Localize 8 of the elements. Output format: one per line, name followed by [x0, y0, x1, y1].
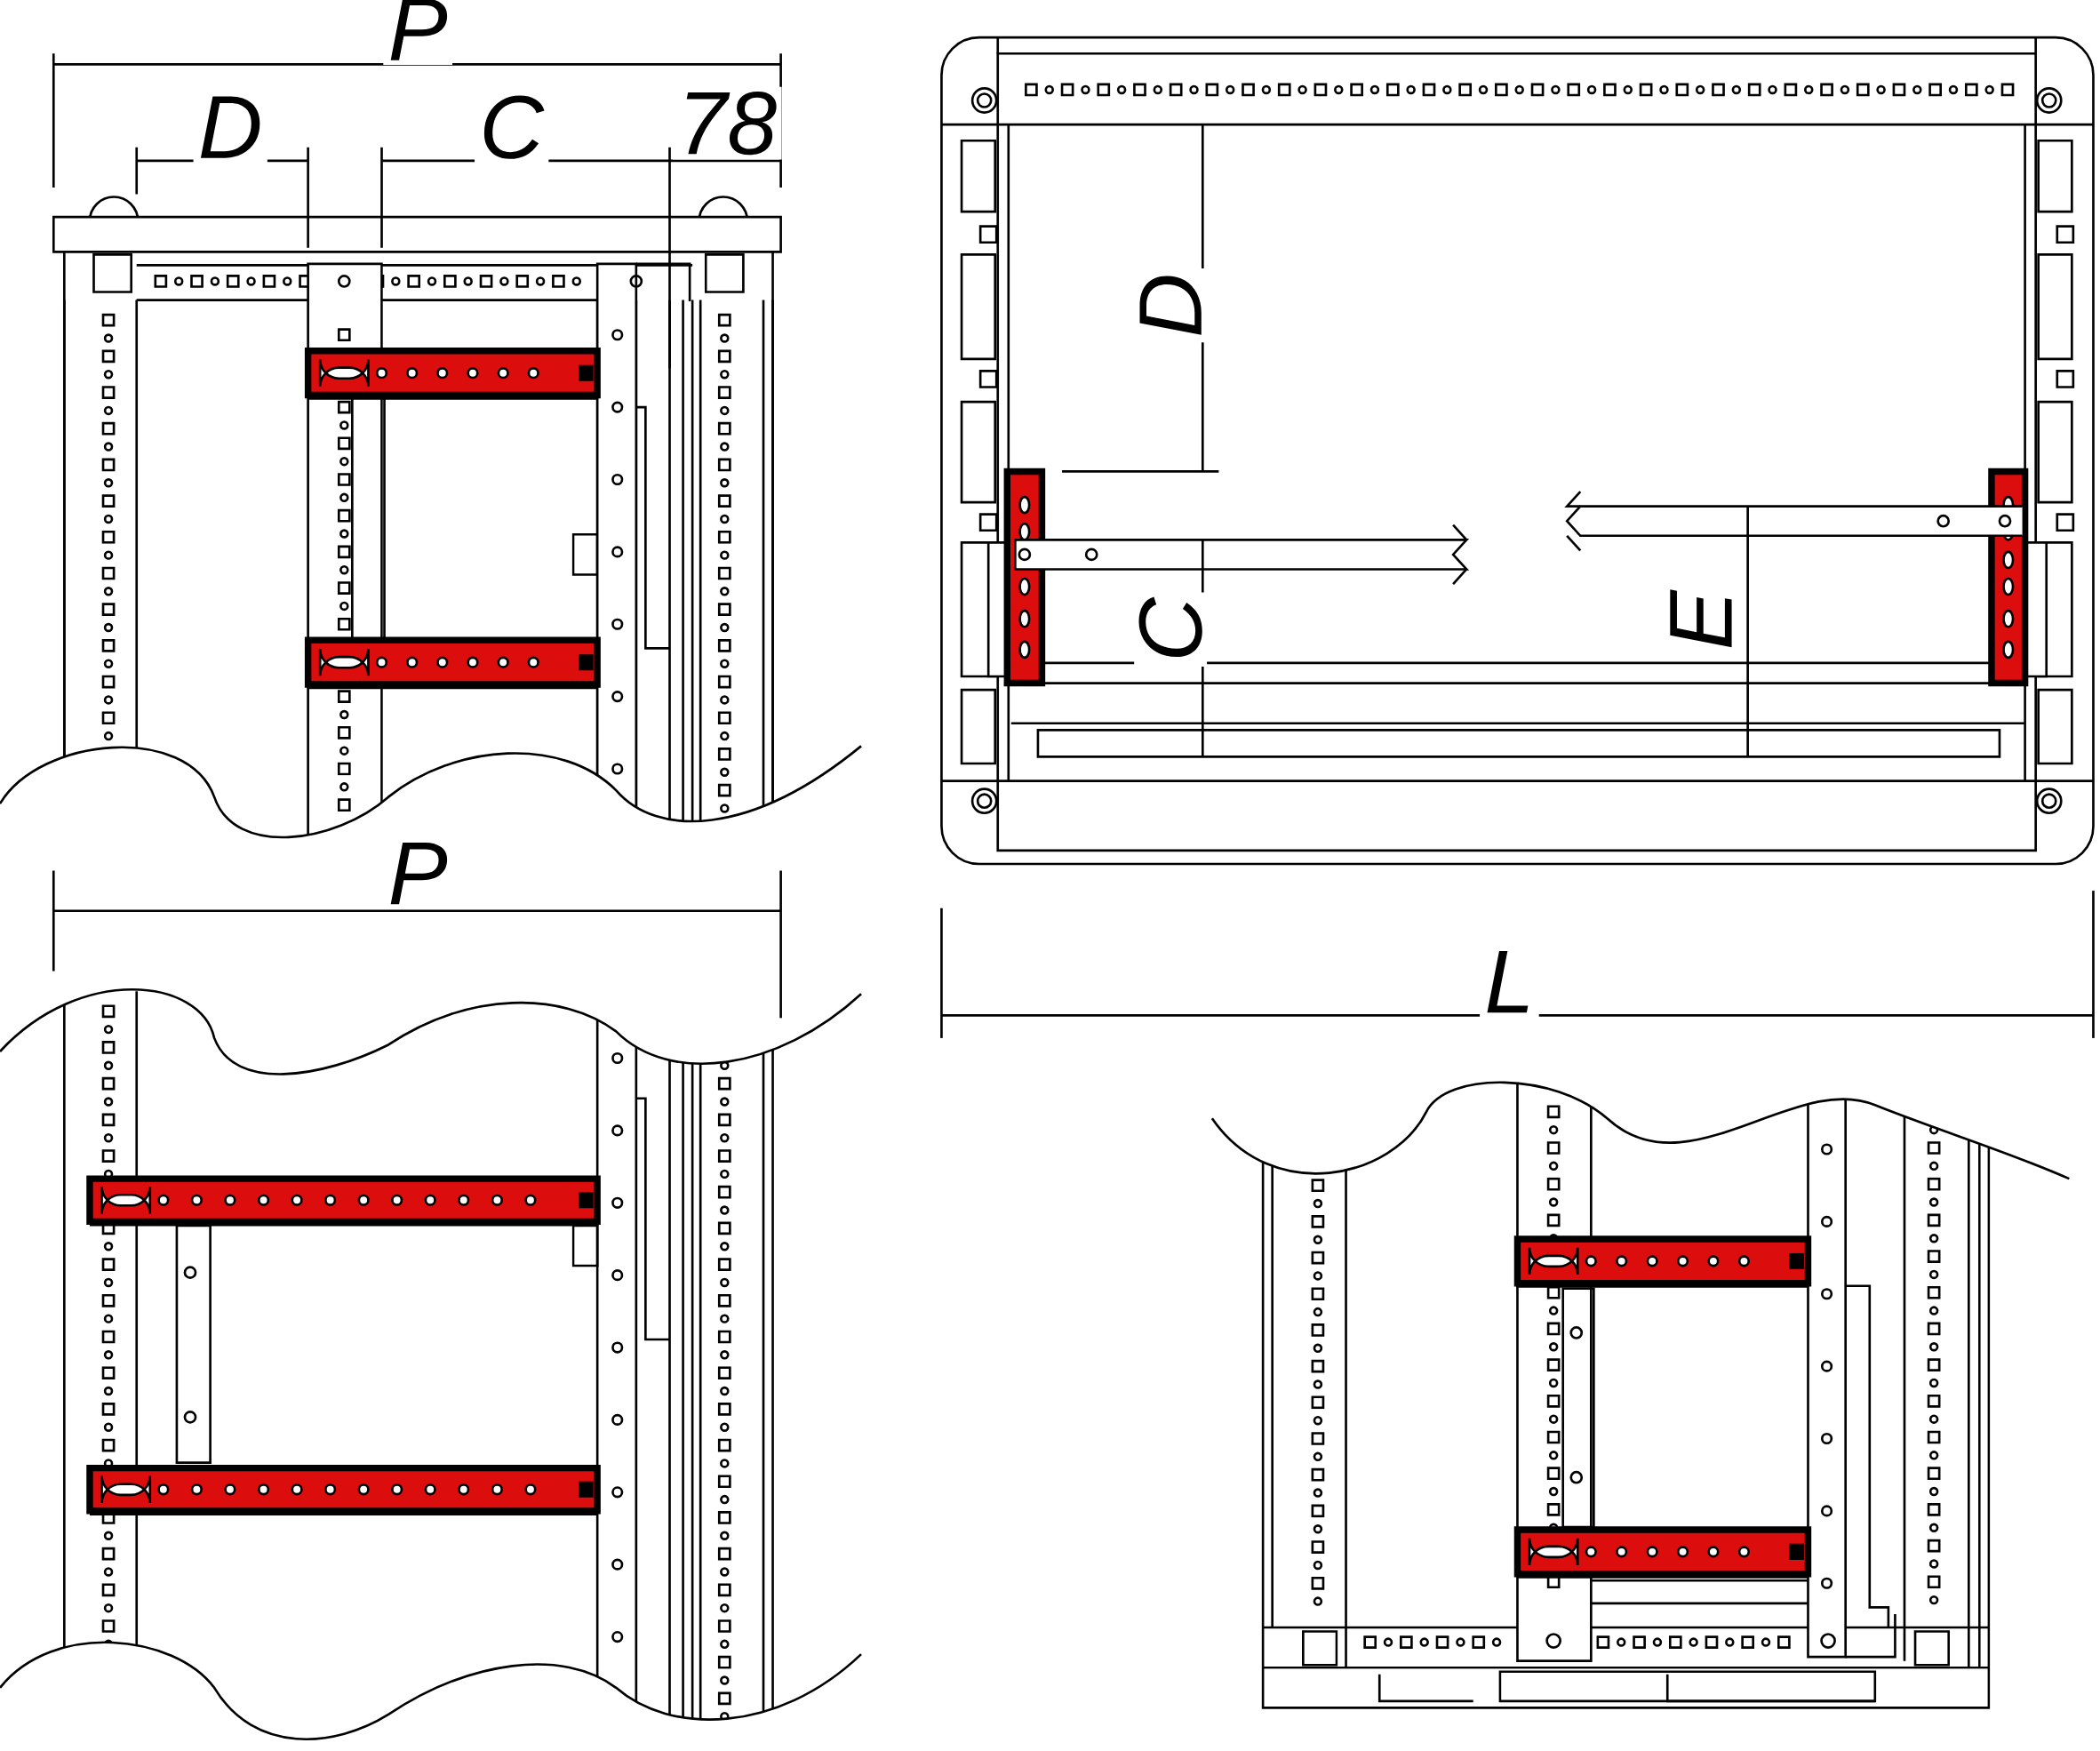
dimension-label: P [383, 837, 453, 909]
dimension-label: C [475, 91, 549, 164]
dimension-label: C [1134, 592, 1208, 668]
dimension-label: D [193, 92, 267, 164]
dimension-label: 78 [673, 86, 782, 160]
dimension-label: L [1480, 946, 1539, 1018]
dimension-label: D [1135, 268, 1207, 343]
dimension-label: E [1665, 586, 1737, 655]
